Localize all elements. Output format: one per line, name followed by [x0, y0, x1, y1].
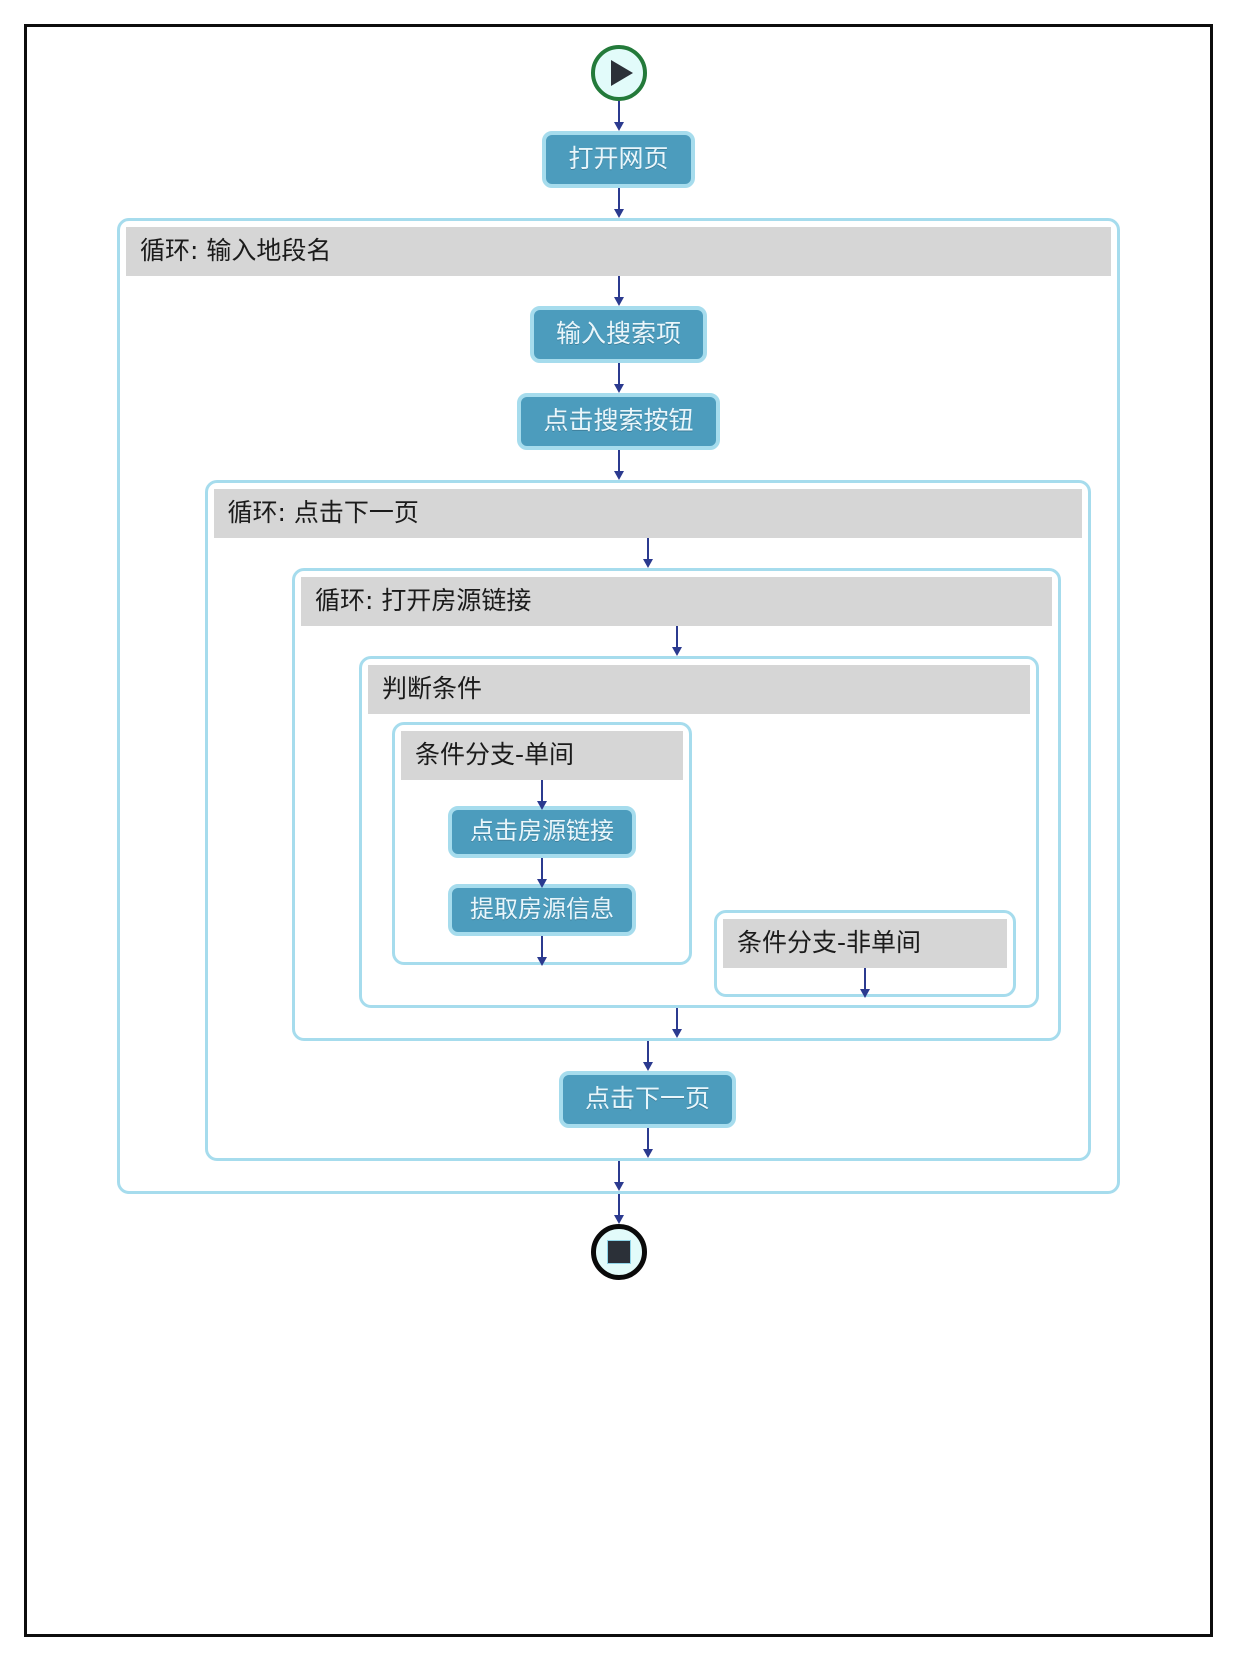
stop-icon [606, 1240, 631, 1264]
block-loop-next-page-title: 循环: 点击下一页 [213, 489, 1082, 538]
arrow-loop-next-page-exit [612, 1161, 626, 1191]
node-extract-listing-info[interactable]: 提取房源信息 [448, 884, 636, 936]
arrow-to-click-search-button [612, 363, 626, 393]
flow-root: 打开网页 循环: 输入地段名 输入搜索项 点击搜索按钮 循环: 点击下一页 [27, 27, 1210, 1280]
arrow-to-click-listing-link [535, 780, 549, 810]
arrow-open-page-to-loop-district [612, 188, 626, 218]
block-loop-district[interactable]: 循环: 输入地段名 输入搜索项 点击搜索按钮 循环: 点击下一页 [117, 218, 1120, 1194]
arrow-to-condition [670, 626, 684, 656]
node-click-next-page[interactable]: 点击下一页 [558, 1071, 736, 1128]
condition-branches: 条件分支-单间 点击房源链接 提取房源信息 [362, 714, 1036, 1005]
arrow-branch-non-single-exit [858, 968, 872, 998]
block-branch-non-single-title: 条件分支-非单间 [723, 919, 1007, 968]
block-loop-open-listing-body: 判断条件 条件分支-单间 点击房源链接 [295, 626, 1058, 1038]
arrow-condition-exit [670, 1008, 684, 1038]
block-condition[interactable]: 判断条件 条件分支-单间 点击房源链接 [359, 656, 1039, 1008]
block-loop-district-title: 循环: 输入地段名 [126, 227, 1111, 276]
block-branch-non-single[interactable]: 条件分支-非单间 [714, 910, 1016, 998]
block-branch-single-title: 条件分支-单间 [401, 731, 683, 780]
node-input-search-term[interactable]: 输入搜索项 [529, 306, 707, 363]
end-node[interactable] [590, 1224, 647, 1280]
start-node[interactable] [590, 45, 647, 101]
arrow-branch-single-exit [535, 936, 549, 966]
node-click-search-button[interactable]: 点击搜索按钮 [517, 393, 720, 450]
block-loop-district-body: 输入搜索项 点击搜索按钮 循环: 点击下一页 循环: 打开房源链接 [120, 276, 1117, 1191]
arrow-to-loop-next-page [612, 450, 626, 480]
arrow-to-loop-open-listing [641, 538, 655, 568]
block-branch-single[interactable]: 条件分支-单间 点击房源链接 提取房源信息 [392, 722, 692, 966]
block-loop-open-listing-title: 循环: 打开房源链接 [301, 577, 1052, 626]
block-branch-single-body: 点击房源链接 提取房源信息 [395, 780, 689, 966]
diagram-frame: 打开网页 循环: 输入地段名 输入搜索项 点击搜索按钮 循环: 点击下一页 [24, 24, 1213, 1637]
arrow-to-input-search-term [612, 276, 626, 306]
block-condition-title: 判断条件 [368, 665, 1030, 714]
arrow-loop-district-exit [612, 1194, 626, 1224]
arrow-click-next-page-exit [641, 1128, 655, 1158]
arrow-start-to-open-page [612, 101, 626, 131]
play-icon [610, 60, 633, 86]
block-loop-open-listing[interactable]: 循环: 打开房源链接 判断条件 [292, 568, 1061, 1041]
arrow-to-extract-listing-info [535, 858, 549, 888]
block-loop-next-page-body: 循环: 打开房源链接 判断条件 [208, 538, 1088, 1158]
arrow-loop-open-listing-exit [641, 1041, 655, 1071]
block-loop-next-page[interactable]: 循环: 点击下一页 循环: 打开房源链接 判断条件 [204, 480, 1091, 1161]
node-open-page[interactable]: 打开网页 [542, 131, 695, 188]
node-click-listing-link[interactable]: 点击房源链接 [448, 806, 636, 858]
block-branch-non-single-body [717, 968, 1013, 998]
